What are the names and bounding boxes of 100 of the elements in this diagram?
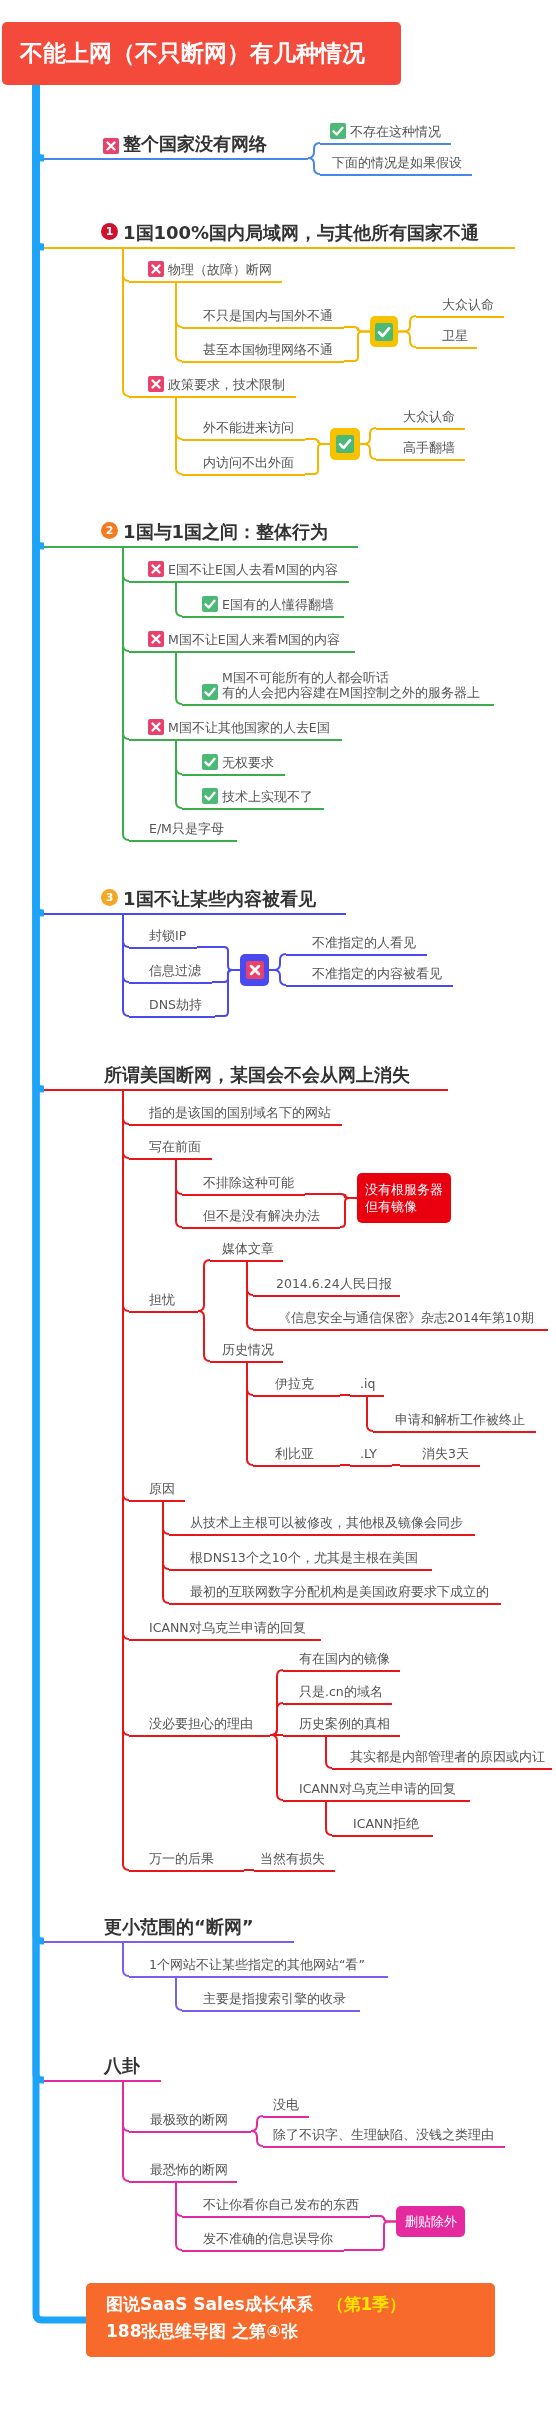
subtopic bbox=[129, 1103, 342, 1126]
subtopic bbox=[182, 753, 285, 776]
topic-text: M国不可能所有的人都会听话 bbox=[222, 669, 390, 686]
topic-text: 八卦 bbox=[104, 2054, 140, 2077]
branch-line bbox=[162, 1499, 170, 1604]
subtopic bbox=[129, 2110, 251, 2133]
subtopic bbox=[129, 630, 355, 653]
subtopic bbox=[283, 1682, 392, 1705]
subtopic bbox=[129, 1290, 198, 1313]
topic-text: ICANN拒绝 bbox=[353, 1816, 419, 1832]
topic-text: 发不准确的信息误导你 bbox=[203, 2231, 333, 2247]
topic-text: 物理（故障）断网 bbox=[168, 262, 272, 278]
topic-text: 除了不识字、生理缺陷、没钱之类理由 bbox=[273, 2127, 494, 2143]
title-banner bbox=[2, 22, 401, 85]
branch-line bbox=[175, 580, 183, 617]
banner-text: 188张思维导图 之第④张 bbox=[106, 2320, 299, 2344]
subtopic bbox=[283, 1779, 470, 1802]
subtopic bbox=[253, 1274, 400, 1297]
topic-text: E国有的人懂得翻墙 bbox=[222, 597, 334, 613]
topic-text: M国不让其他国家的人去E国 bbox=[168, 720, 330, 736]
topic-text: 历史案例的真相 bbox=[299, 1716, 390, 1732]
topic-text: 政策要求，技术限制 bbox=[168, 377, 285, 393]
subtopic bbox=[129, 2160, 237, 2183]
subtopic bbox=[129, 926, 197, 949]
topic-text: 大众认命 bbox=[442, 297, 494, 313]
topic-text: 不排除这种可能 bbox=[203, 1175, 294, 1191]
topic-text: 申请和解析工作被终止 bbox=[395, 1412, 525, 1428]
topic-text: 指的是该国的国别域名下的网站 bbox=[149, 1105, 331, 1121]
subtopic bbox=[210, 1340, 283, 1363]
topic-text: 《信息安全与通信保密》杂志2014年第10期 bbox=[278, 1310, 534, 1326]
branch-line bbox=[268, 969, 287, 986]
subtopic bbox=[253, 1374, 340, 1397]
subtopic bbox=[182, 595, 344, 618]
number-badge: 1 bbox=[101, 223, 118, 240]
branch-line bbox=[122, 545, 130, 841]
topic-text: 技术上实现不了 bbox=[222, 789, 313, 805]
topic-text: 甚至本国物理网络不通 bbox=[203, 342, 333, 358]
subtopic bbox=[416, 326, 477, 349]
topic-text: .iq bbox=[360, 1376, 376, 1392]
topic-text: 高手翻墙 bbox=[403, 440, 455, 456]
branch-line bbox=[214, 969, 241, 1017]
title-text: 不能上网（不只断网）有几种情况 bbox=[20, 39, 365, 68]
subtopic bbox=[376, 438, 465, 461]
branch-line bbox=[325, 1734, 333, 1769]
subtopic bbox=[182, 1206, 340, 1229]
topic-text: 下面的情况是如果假设 bbox=[332, 155, 462, 171]
subtopic bbox=[254, 1849, 335, 1872]
branch-line bbox=[175, 650, 183, 705]
topic-text: 1国与1国之间：整体行为 bbox=[123, 520, 329, 543]
topic-text: 无权要求 bbox=[222, 755, 274, 771]
branch-line bbox=[304, 443, 331, 475]
subtopic bbox=[129, 260, 282, 283]
topic-text: 不存在这种情况 bbox=[350, 124, 441, 140]
topic-text: 消失3天 bbox=[422, 1446, 469, 1462]
subtopic bbox=[169, 1548, 432, 1571]
topic-text: 外不能进来访问 bbox=[203, 420, 294, 436]
banner-text: 图说SaaS Sales成长体系 bbox=[106, 2294, 313, 2314]
branch-line bbox=[175, 2180, 183, 2251]
branch-line bbox=[269, 1734, 284, 1801]
branch-line bbox=[122, 246, 130, 397]
branch-line bbox=[343, 2220, 397, 2251]
topic-text: 1个网站不让某些指定的其他网站“看” bbox=[149, 1957, 365, 1973]
topic-text: 历史情况 bbox=[222, 1342, 274, 1358]
topic-text: 有的人会把内容建在M国控制之外的服务器上 bbox=[222, 685, 480, 701]
subtopic bbox=[283, 1649, 400, 1672]
subtopic bbox=[182, 1989, 360, 2012]
subtopic bbox=[129, 819, 237, 842]
subtopic bbox=[286, 964, 453, 987]
topic-text: 当然有损失 bbox=[260, 1851, 325, 1867]
subtopic bbox=[182, 2195, 370, 2218]
subtopic bbox=[210, 1239, 283, 1262]
subtopic bbox=[286, 933, 427, 956]
subtopic bbox=[373, 1410, 536, 1433]
summary-box bbox=[240, 954, 269, 986]
subtopic bbox=[129, 1955, 388, 1978]
subtopic bbox=[182, 1173, 305, 1196]
subtopic bbox=[376, 407, 465, 430]
branch-line bbox=[197, 1310, 211, 1362]
series-banner bbox=[86, 2283, 495, 2357]
branch-line bbox=[397, 330, 417, 348]
topic-text: 利比亚 bbox=[275, 1446, 314, 1462]
topic-text: 没必要担心的理由 bbox=[149, 1716, 253, 1732]
subtopic bbox=[253, 1308, 548, 1331]
summary-box bbox=[330, 428, 360, 460]
branch-line bbox=[366, 1394, 374, 1432]
subtopic bbox=[400, 1444, 480, 1467]
topic-text: 伊拉克 bbox=[275, 1376, 314, 1392]
summary-box bbox=[396, 2206, 465, 2237]
subtopic bbox=[182, 418, 305, 441]
branch-line bbox=[391, 1464, 401, 1466]
topic-text: 原因 bbox=[149, 1481, 175, 1497]
branch-line bbox=[250, 2130, 264, 2147]
summary-text: 没有根服务器但有镜像 bbox=[364, 1180, 444, 1216]
topic-text: 卫星 bbox=[442, 328, 468, 344]
branch-line bbox=[122, 912, 130, 1017]
topic-text: 信息过滤 bbox=[149, 963, 201, 979]
topic-text: 2014.6.24人民日报 bbox=[276, 1276, 392, 1292]
topic-text: 从技术上主根可以被修改，其他根及镜像会同步 bbox=[190, 1515, 463, 1531]
branch-line bbox=[122, 2079, 130, 2182]
topic-text: 根DNS13个之10个，尤其是主根在美国 bbox=[190, 1550, 418, 1566]
